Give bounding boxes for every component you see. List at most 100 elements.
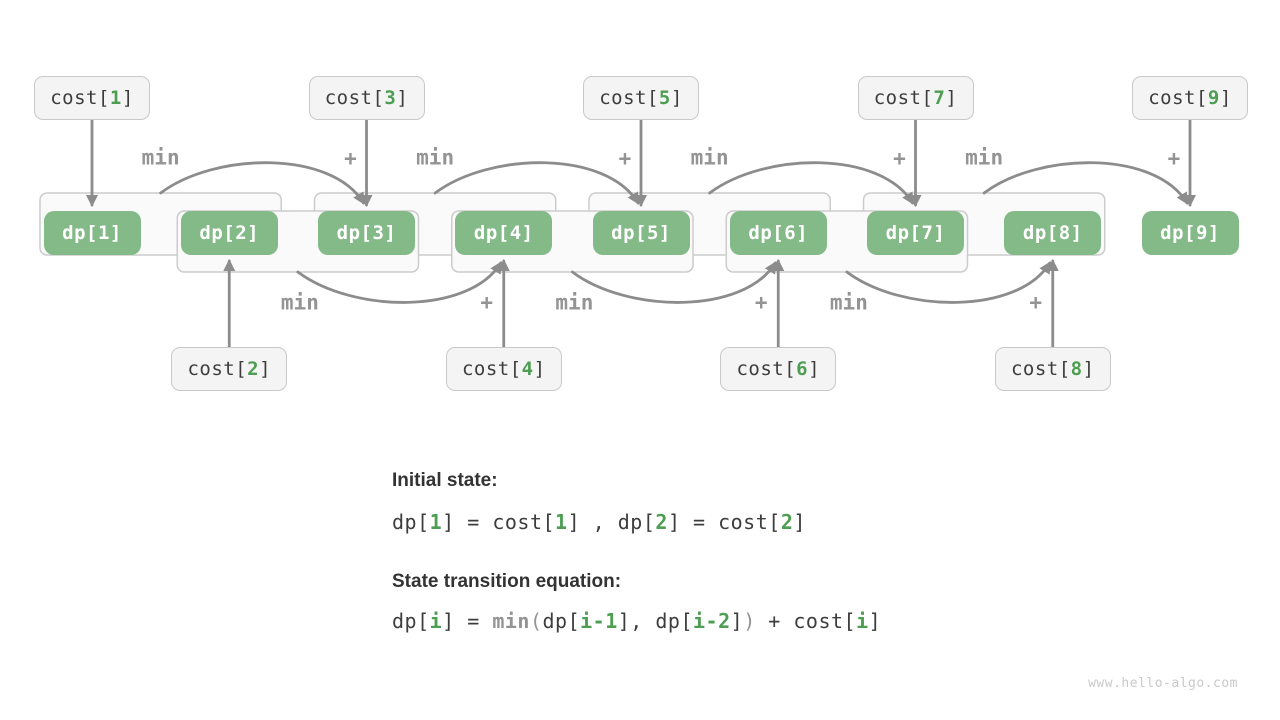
dp-box: dp[5] xyxy=(592,211,690,255)
cost-box-label: ] xyxy=(259,358,272,380)
dp-box-label: dp[ xyxy=(1160,222,1196,244)
plus-label: + xyxy=(754,290,768,315)
equation-segment: dp[ xyxy=(392,609,430,633)
cost-box-index: 9 xyxy=(1207,87,1220,109)
plus-label: + xyxy=(618,146,632,171)
cost-box: cost[2] xyxy=(171,347,288,391)
cost-box-index: 6 xyxy=(796,358,809,380)
equation-segment: ], dp[ xyxy=(617,609,694,633)
cost-box: cost[1] xyxy=(34,76,150,120)
cost-box: cost[8] xyxy=(994,347,1111,391)
cost-box: cost[4] xyxy=(445,347,562,391)
dp-box-label: ] xyxy=(247,222,260,244)
dp-box-label: ] xyxy=(796,222,809,244)
dp-box-label: dp[ xyxy=(885,222,922,244)
min-label: min xyxy=(280,290,319,315)
min-label: min xyxy=(965,145,1004,170)
dp-box-label: ] xyxy=(109,222,122,244)
dp-box-index: 7 xyxy=(921,222,934,244)
cost-box-label: cost[ xyxy=(1148,87,1208,109)
dp-box-index: 8 xyxy=(1058,222,1071,244)
plus-label: + xyxy=(1029,290,1043,315)
dp-box-index: 3 xyxy=(372,222,385,244)
cost-box-index: 7 xyxy=(933,87,946,109)
dp-box-index: 5 xyxy=(646,222,659,244)
cost-box-label: cost[ xyxy=(50,87,110,109)
watermark-url: www.hello-algo.com xyxy=(1088,676,1238,691)
dp-box-label: dp[ xyxy=(473,222,510,244)
equation-segment: 2 xyxy=(655,510,668,534)
dp-box-index: 4 xyxy=(509,222,522,244)
equation-segment: 1 xyxy=(429,510,443,534)
footer-equation: dp[1] = cost[1] , dp[2] = cost[2] xyxy=(392,510,806,534)
dp-box-label: ] xyxy=(1207,222,1220,244)
equation-segment: ] = cost[ xyxy=(442,510,556,534)
cost-box-label: cost[ xyxy=(187,358,248,380)
equation-segment: ) xyxy=(743,609,756,633)
equation-segment: ] xyxy=(730,609,744,633)
equation-segment: i xyxy=(856,609,869,633)
cost-box-index: 5 xyxy=(658,87,671,109)
equation-segment: i-1 xyxy=(580,609,618,633)
equation-segment: ] = xyxy=(442,609,493,633)
equation-segment: dp[ xyxy=(542,609,581,633)
cost-box-index: 2 xyxy=(247,358,260,380)
cost-box-index: 3 xyxy=(384,87,397,109)
equation-segment: ] = cost[ xyxy=(667,510,781,534)
min-label: min xyxy=(416,145,455,170)
dp-box-label: ] xyxy=(1070,222,1083,244)
equation-segment: ] , dp[ xyxy=(567,510,656,534)
dp-box-label: dp[ xyxy=(62,222,98,244)
cost-box-label: cost[ xyxy=(324,87,385,109)
cost-box-index: 1 xyxy=(109,87,122,109)
equation-segment: 2 xyxy=(780,510,794,534)
dp-box-label: dp[ xyxy=(336,222,373,244)
equation-segment: i xyxy=(429,609,443,633)
dp-box-index: 2 xyxy=(235,222,248,244)
cost-box: cost[5] xyxy=(583,76,699,120)
dp-box-label: ] xyxy=(658,222,671,244)
cost-box-label: ] xyxy=(670,87,683,109)
dp-box: dp[1] xyxy=(43,211,141,255)
min-label: min xyxy=(555,290,594,315)
cost-box-label: ] xyxy=(121,87,134,109)
dp-box: dp[7] xyxy=(867,211,964,255)
equation-segment: min xyxy=(492,609,530,633)
dp-box: dp[4] xyxy=(455,211,553,255)
footer-equation: dp[i] = min(dp[i-1], dp[i-2]) + cost[i] xyxy=(392,609,881,633)
cost-box-label: ] xyxy=(808,358,821,380)
cost-box-label: ] xyxy=(533,358,546,380)
cost-box-label: cost[ xyxy=(1010,358,1071,380)
dp-box-label: ] xyxy=(384,222,397,244)
dp-box-label: ] xyxy=(521,222,534,244)
dp-box: dp[9] xyxy=(1141,211,1239,255)
dp-box: dp[8] xyxy=(1004,211,1102,255)
cost-box-label: cost[ xyxy=(873,87,934,109)
equation-segment: ] xyxy=(793,510,806,534)
dp-box: dp[2] xyxy=(180,211,278,255)
equation-segment: ] xyxy=(868,609,882,633)
cost-box: cost[7] xyxy=(857,76,974,120)
min-label: min xyxy=(690,145,729,170)
dp-box-index: 1 xyxy=(97,222,110,244)
dp-box: dp[6] xyxy=(729,211,827,255)
cost-box-index: 8 xyxy=(1070,358,1083,380)
cost-box: cost[6] xyxy=(720,347,837,391)
dp-box-label: dp[ xyxy=(1022,222,1059,244)
dp-box-index: 6 xyxy=(784,222,797,244)
cost-box: cost[9] xyxy=(1132,76,1248,120)
plus-label: + xyxy=(1167,146,1181,171)
cost-box-label: cost[ xyxy=(461,358,522,380)
cost-box-index: 4 xyxy=(521,358,534,380)
equation-segment: + cost[ xyxy=(755,609,857,633)
cost-box-label: ] xyxy=(396,87,409,109)
cost-box-label: cost[ xyxy=(599,87,659,109)
dp-box: dp[3] xyxy=(318,211,415,255)
cost-box: cost[3] xyxy=(308,76,425,120)
dp-box-label: dp[ xyxy=(199,222,236,244)
plus-label: + xyxy=(344,146,357,171)
cost-box-label: ] xyxy=(1219,87,1232,109)
min-label: min xyxy=(829,290,868,315)
